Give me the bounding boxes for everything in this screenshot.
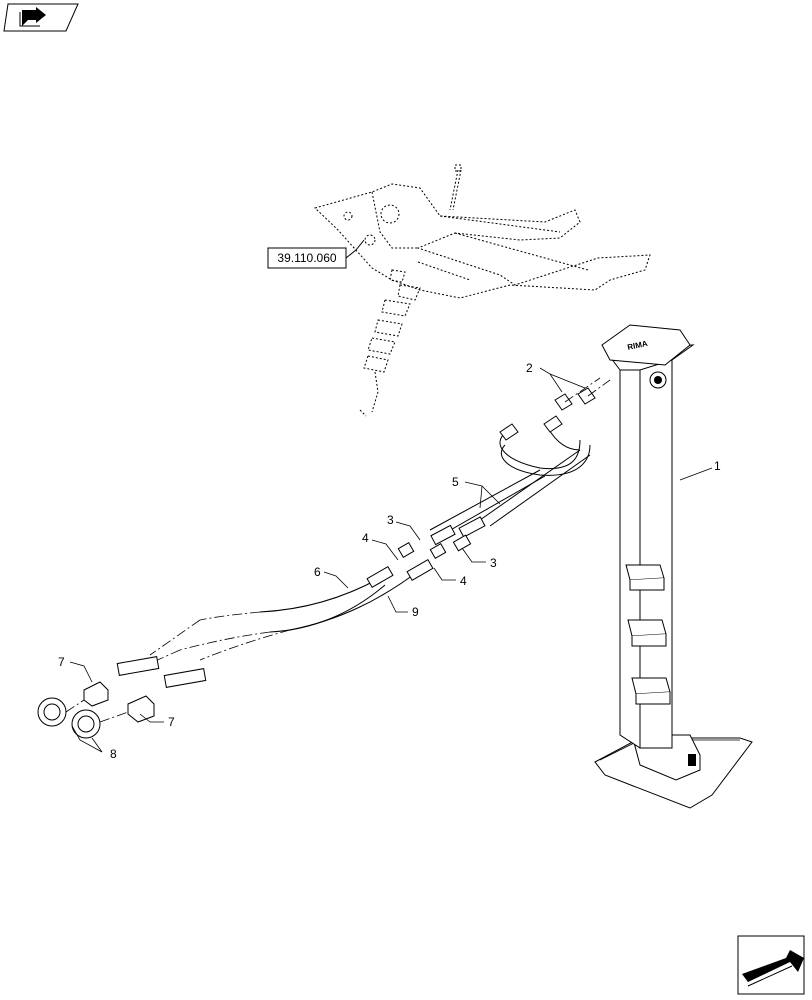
- jack-brand-label: RIMA: [627, 339, 649, 352]
- jack-stand: RIMA: [594, 324, 753, 809]
- hoses: [37, 377, 611, 739]
- callout-3a: 3: [387, 513, 394, 527]
- callout-7a: 7: [58, 655, 65, 669]
- drawbar-frame: [314, 164, 651, 417]
- callout-4a: 4: [362, 531, 369, 545]
- reference-label: 39.110.060: [277, 251, 336, 265]
- next-page-arrow-icon[interactable]: [737, 935, 805, 995]
- leader-lines: [69, 367, 713, 753]
- callout-6: 6: [314, 565, 321, 579]
- callout-8: 8: [110, 747, 117, 761]
- callout-7b: 7: [168, 715, 175, 729]
- callout-4b: 4: [460, 574, 467, 588]
- callout-3b: 3: [490, 556, 497, 570]
- callout-2: 2: [526, 361, 533, 375]
- callout-9: 9: [412, 605, 419, 619]
- book-arrow-icon[interactable]: [3, 3, 79, 32]
- callout-5: 5: [452, 475, 459, 489]
- callout-1: 1: [714, 459, 721, 473]
- callouts: 1 2 3 3 4 4 5 6 7 7 8 9: [58, 361, 721, 761]
- reference-box[interactable]: 39.110.060: [267, 239, 365, 269]
